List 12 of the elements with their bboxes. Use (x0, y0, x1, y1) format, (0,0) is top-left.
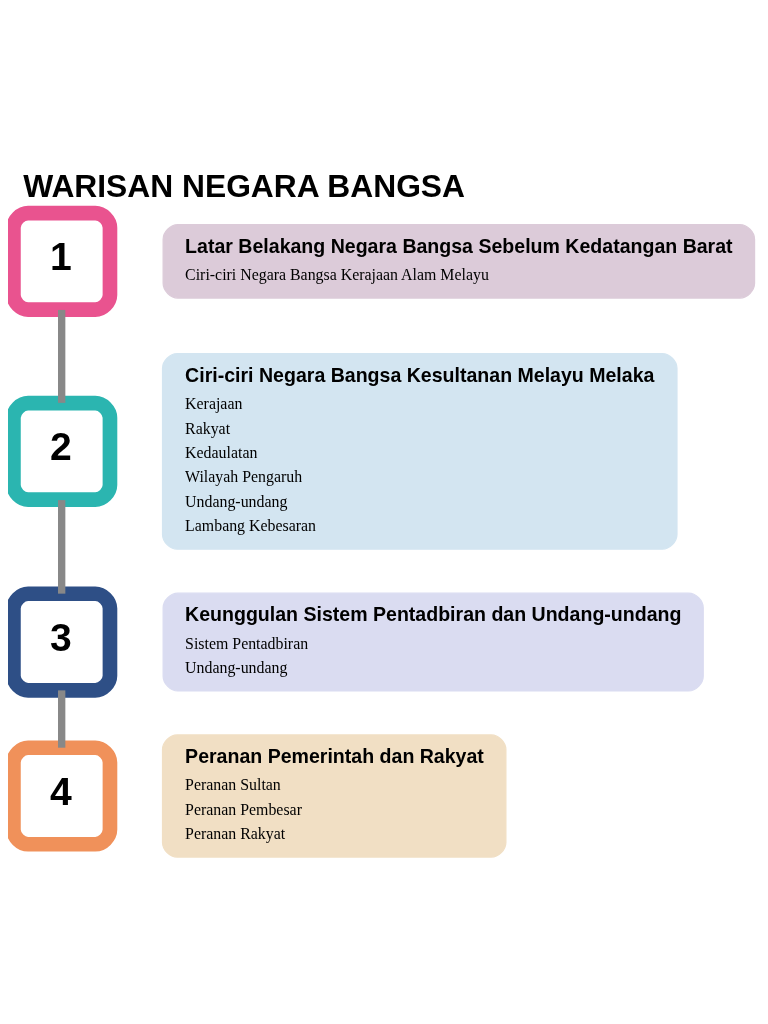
node-box: 1 (8, 205, 118, 317)
node-box: Ciri-ciri Negara Bangsa Kesultanan Melayu Melaka Kerajaan Rakyat Kedaulatan Wilayah Pengaruh Undang-undang Lambang Kebesaran (161, 352, 678, 550)
connector (58, 499, 66, 594)
diagram-title: WARISAN NEGARA BANGSA (23, 167, 465, 204)
node-box: 4 (8, 739, 118, 852)
node-box: 2 (8, 395, 118, 507)
node-box: Latar Belakang Negara Bangsa Sebelum Kedatangan Barat Ciri-ciri Negara Bangsa Kerajaan Alam Melayu (162, 223, 756, 299)
node-box: 3 (8, 585, 118, 698)
connector (58, 309, 66, 403)
node-box: Peranan Pemerintah dan Rakyat Peranan Sultan Peranan Pembesar Peranan Rakyat (161, 733, 507, 858)
connector (58, 689, 66, 748)
node-box: Keunggulan Sistem Pentadbiran dan Undang-undang Sistem Pentadbiran Undang-undang (162, 592, 704, 692)
